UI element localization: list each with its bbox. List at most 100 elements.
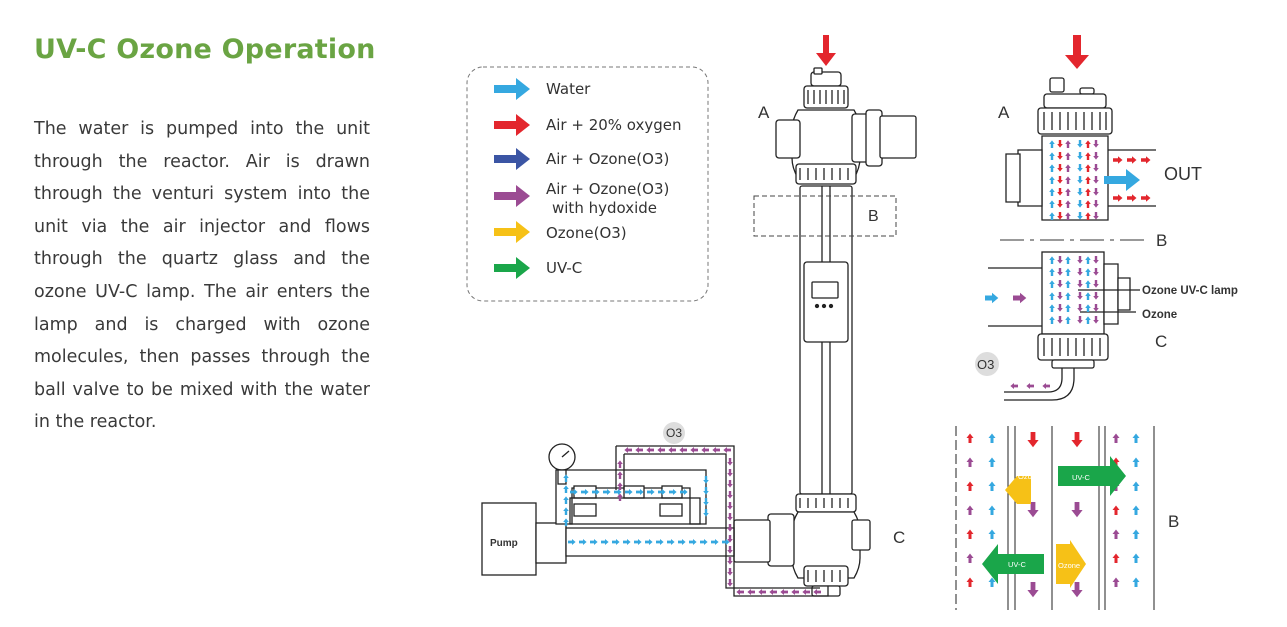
label-out: OUT — [1164, 164, 1202, 184]
water-flow-arrow — [703, 487, 709, 495]
label-b-main: B — [868, 208, 879, 225]
pipe-flow-arrows — [563, 447, 821, 595]
ozone-flow-arrow — [727, 557, 733, 565]
legend-arrow-icon-3 — [494, 185, 530, 207]
o3-pipe-label: O3 — [666, 426, 682, 440]
detail-a-flow-arrow — [1093, 152, 1099, 160]
ozone-flow-arrow — [727, 469, 733, 477]
water-flow-arrow — [623, 539, 631, 545]
ozone-outlet-arrow — [1010, 383, 1018, 389]
ozone-flow-arrow — [727, 535, 733, 543]
detail-c-flow-arrow — [1049, 292, 1055, 300]
ozone-flow-arrow — [727, 579, 733, 587]
uvc-arrow-2 — [982, 544, 1044, 584]
ozone-flow-arrow — [723, 447, 731, 453]
detail-a-flow-arrow — [1077, 176, 1083, 184]
air-inlet-arrow-detail — [1065, 35, 1089, 69]
water-flow-arrow — [563, 496, 569, 504]
detail-c-flow-arrow — [1057, 268, 1063, 276]
flow-b-big-arrows — [982, 456, 1126, 588]
uvc-arrow-1 — [1058, 456, 1126, 496]
pump-label: Pump — [490, 538, 518, 549]
detail-c-flow-arrow — [1085, 280, 1091, 288]
water-flow-arrow — [563, 474, 569, 482]
detail-c-flow-arrow — [1077, 268, 1083, 276]
out-water-arrow — [1104, 169, 1140, 191]
detail-a-flow-arrow — [1049, 152, 1055, 160]
water-flow-arrow — [590, 539, 598, 545]
flow-b-down-arrow — [1071, 432, 1083, 448]
o3-detail-label: O3 — [977, 357, 994, 372]
label-a-detail: A — [998, 103, 1010, 122]
ozone-arrow-1 — [1005, 456, 1031, 504]
detail-a-flow-arrow — [1065, 176, 1071, 184]
detail-c-flow-arrow — [1077, 280, 1083, 288]
water-flow-arrow — [669, 489, 677, 495]
detail-c-flow-arrow — [1093, 292, 1099, 300]
flow-b-small-arrow — [966, 529, 974, 539]
flow-b-down-arrow — [1027, 502, 1039, 518]
detail-c-flow-arrow — [1077, 316, 1083, 324]
detail-a-flow-arrow — [1085, 152, 1091, 160]
detail-a-flow-arrow — [1057, 140, 1063, 148]
flow-b-small-arrow — [988, 529, 996, 539]
out-air-arrow — [1127, 194, 1137, 202]
water-flow-arrow — [579, 539, 587, 545]
ozone-flow-arrow — [668, 447, 676, 453]
water-flow-arrow — [703, 476, 709, 484]
legend: Water Air + 20% oxygen Air + Ozone(O3) A… — [466, 66, 709, 302]
detail-a-flow-arrow — [1093, 188, 1099, 196]
flow-b-small-arrow — [966, 553, 974, 563]
label-b-divider: B — [1156, 231, 1167, 250]
detail-c-flow-arrow — [1049, 256, 1055, 264]
ozone-flow-arrow — [769, 589, 777, 595]
detail-a-flow-arrow — [1077, 188, 1083, 196]
flow-b-small-arrow — [966, 433, 974, 443]
detail-a-flow-arrow — [1085, 176, 1091, 184]
detail-c-flow-arrow — [1065, 292, 1071, 300]
detail-a-flow-arrow — [1077, 200, 1083, 208]
ozone-flow-arrow — [727, 458, 733, 466]
ozone-flow-arrow — [727, 568, 733, 576]
label-a-main: A — [758, 103, 770, 122]
water-flow-arrow — [634, 539, 642, 545]
detail-c-flow-arrow — [1077, 292, 1083, 300]
detail-a-flow-arrow — [1077, 152, 1083, 160]
detail-c-flow-arrow — [1049, 268, 1055, 276]
water-flow-arrow — [647, 489, 655, 495]
detail-a-flow-arrow — [1057, 212, 1063, 220]
ozone-flow-arrow — [617, 460, 623, 468]
legend-arrow-icon-5 — [494, 257, 530, 279]
detail-a-flow-arrow — [1065, 188, 1071, 196]
out-air-arrow — [1113, 156, 1123, 164]
water-flow-arrow — [601, 539, 609, 545]
water-flow-arrow — [667, 539, 675, 545]
ozone-flow-arrow — [635, 447, 643, 453]
out-air-arrow — [1141, 194, 1151, 202]
water-flow-arrow — [645, 539, 653, 545]
water-flow-arrow — [563, 507, 569, 515]
water-flow-arrow — [581, 489, 589, 495]
ozone-arrow-2 — [1056, 540, 1086, 588]
detail-c-flow-arrow — [1085, 316, 1091, 324]
detail-a-flow-arrow — [1049, 212, 1055, 220]
detail-c-flow-arrow — [1065, 304, 1071, 312]
ozone-flow-arrow — [617, 493, 623, 501]
detail-a-flow-arrow — [1057, 176, 1063, 184]
flow-b-small-arrow — [1132, 529, 1140, 539]
flow-b-small-arrow — [966, 457, 974, 467]
water-flow-arrow — [612, 539, 620, 545]
detail-c-flow-arrow — [1077, 304, 1083, 312]
air-inlet-arrow — [816, 35, 836, 66]
ozone-uvc-lamp-label: Ozone UV-C lamp — [1142, 285, 1238, 297]
flow-b-small-arrow — [988, 481, 996, 491]
detail-c-flow-arrow — [1065, 268, 1071, 276]
detail-a-flow-arrow — [1049, 188, 1055, 196]
detail-a-flow-arrow — [1093, 212, 1099, 220]
legend-air-ozone-hydroxide-label2: with hydoxide — [552, 199, 657, 217]
flow-b-small-arrow — [1132, 433, 1140, 443]
out-air-arrow — [1141, 156, 1151, 164]
flow-b-small-arrow — [1112, 505, 1120, 515]
detail-c-flow-arrow — [1093, 316, 1099, 324]
